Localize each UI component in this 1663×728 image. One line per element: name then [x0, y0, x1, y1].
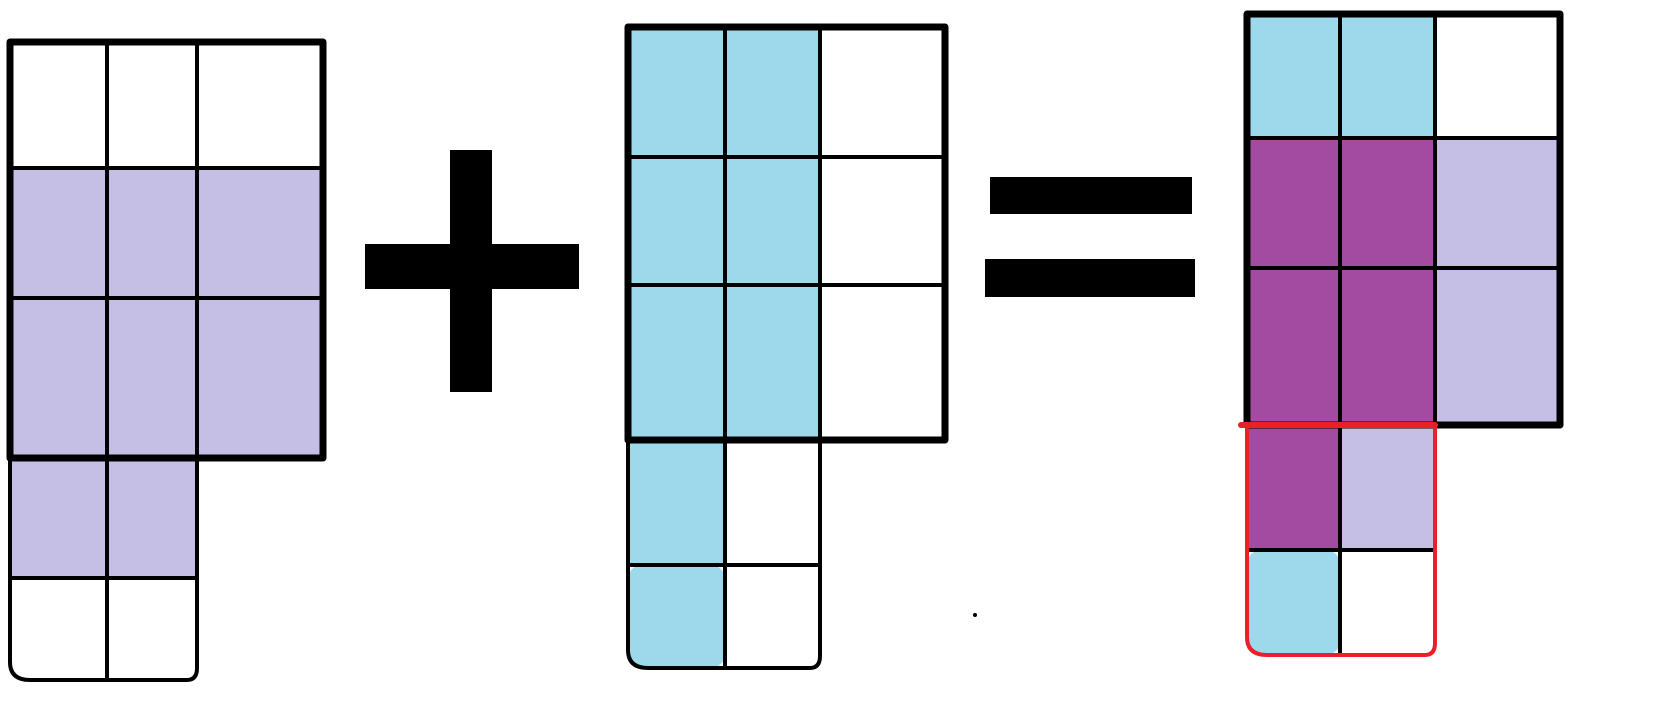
grid-sum [1238, 10, 1564, 657]
first-addend-whole-frame [6, 38, 327, 462]
second-addend-cell-r5-c1 [628, 565, 725, 668]
grid-first-addend [6, 38, 327, 682]
sum-cell-r3-c3 [1435, 268, 1560, 425]
first-addend-cell-r4-c1 [10, 458, 107, 578]
sum-cell-r1-c3 [1435, 14, 1560, 138]
second-addend-whole-frame [624, 23, 949, 444]
first-addend-cell-r3-c3 [197, 298, 323, 458]
sum-cell-r3-c1 [1247, 268, 1340, 425]
sum-cell-r2-c2 [1340, 138, 1435, 268]
second-addend-cell-r1-c1 [628, 27, 725, 157]
second-addend-cell-r3-c1 [628, 285, 725, 440]
sum-cell-r4-c1 [1247, 425, 1340, 550]
plus-sign [365, 150, 579, 392]
first-addend-cell-r5-c2 [107, 578, 197, 680]
first-addend-cell-r1-c2 [107, 42, 197, 168]
sum-cell-r2-c3 [1435, 138, 1560, 268]
first-addend-cell-r5-c1 [10, 578, 107, 680]
second-addend-cell-r2-c1 [628, 157, 725, 285]
second-addend-cell-r1-c3 [820, 27, 945, 157]
first-addend-extension-outline [8, 456, 199, 682]
sum-cell-r5-c2 [1340, 550, 1435, 655]
sum-cell-r1-c2 [1340, 14, 1435, 138]
second-addend-extension-outline [626, 438, 822, 670]
second-addend-cell-r2-c3 [820, 157, 945, 285]
equals-sign-top-bar [990, 177, 1192, 214]
first-addend-cell-r2-c2 [107, 168, 197, 298]
second-addend-cell-r5-c2 [725, 565, 820, 668]
sum-cell-r2-c1 [1247, 138, 1340, 268]
plus-sign-vertical-bar [450, 150, 492, 392]
stray-dot [973, 613, 977, 617]
sum-cell-r4-c2 [1340, 425, 1435, 550]
first-addend-cell-r3-c1 [10, 298, 107, 458]
second-addend-cell-r1-c2 [725, 27, 820, 157]
first-addend-cell-r1-c1 [10, 42, 107, 168]
second-addend-cell-r2-c2 [725, 157, 820, 285]
sum-extension-outline [1245, 423, 1437, 657]
second-addend-cell-r4-c1 [628, 440, 725, 565]
second-addend-cell-r3-c2 [725, 285, 820, 440]
sum-cell-r5-c1 [1247, 550, 1340, 655]
first-addend-cell-r4-c2 [107, 458, 197, 578]
first-addend-cell-r2-c1 [10, 168, 107, 298]
first-addend-cell-r1-c3 [197, 42, 323, 168]
sum-cell-r1-c1 [1247, 14, 1340, 138]
first-addend-cell-r2-c3 [197, 168, 323, 298]
sum-cell-r3-c2 [1340, 268, 1435, 425]
first-addend-cell-r3-c2 [107, 298, 197, 458]
equals-sign [985, 177, 1195, 297]
grid-second-addend [624, 23, 949, 670]
second-addend-cell-r3-c3 [820, 285, 945, 440]
second-addend-cell-r4-c2 [725, 440, 820, 565]
equals-sign-bottom-bar [985, 259, 1195, 297]
